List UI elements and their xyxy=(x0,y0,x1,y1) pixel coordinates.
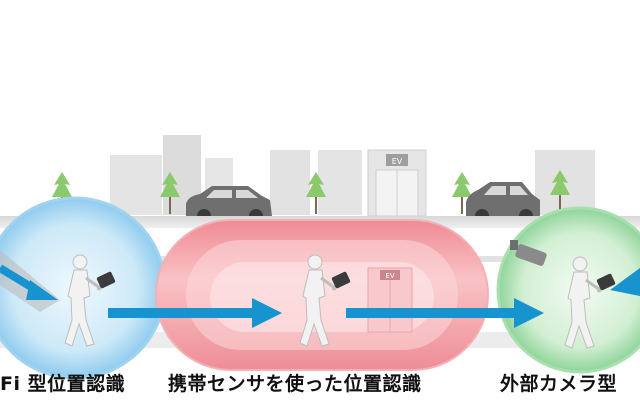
building xyxy=(110,155,162,215)
flow-arrow-icon xyxy=(108,298,282,328)
elevator-icon: EV xyxy=(367,149,427,217)
elevator-underground-sign: EV xyxy=(385,272,394,280)
tree-icon xyxy=(160,172,180,214)
street-level-background: EV xyxy=(0,135,640,228)
flow-arrow-icon xyxy=(0,264,58,300)
elevator-street-sign: EV xyxy=(392,157,403,166)
sensor-positioning-caption: 携帯センサを使った位置認識 xyxy=(168,373,422,395)
security-camera-icon xyxy=(510,240,547,266)
elevator-icon: EV xyxy=(367,267,413,333)
flow-arrow-icon xyxy=(610,268,640,296)
flow-arrow-icon xyxy=(346,298,544,328)
building xyxy=(270,150,310,215)
tree-icon xyxy=(306,172,326,214)
tree-icon xyxy=(452,172,472,214)
wifi-positioning-zone xyxy=(0,196,167,380)
camera-positioning-caption: 外部カメラ型 xyxy=(500,373,618,395)
camera-positioning-zone xyxy=(496,206,640,374)
building xyxy=(535,150,595,215)
building xyxy=(318,150,362,215)
sensor-positioning-zone: EV xyxy=(155,219,489,371)
wifi-positioning-caption: Fi 型位置認識 xyxy=(0,373,126,395)
